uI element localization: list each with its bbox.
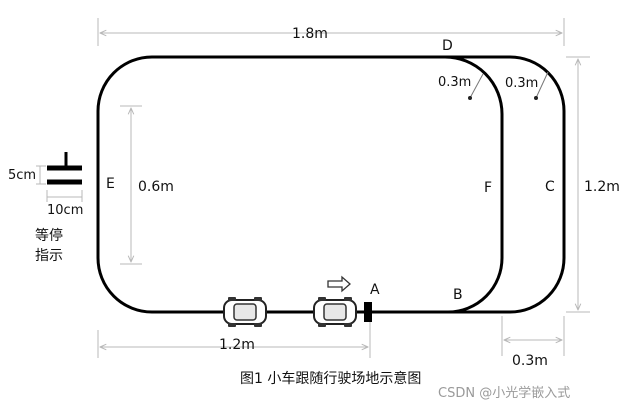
figure-caption: 图1 小车跟随行驶场地示意图 (240, 370, 421, 387)
top-width-label: 1.8m (292, 26, 328, 42)
bottom-right-width-label: 0.3m (512, 353, 548, 369)
car-right-icon (313, 297, 357, 327)
point-a-label: A (370, 282, 380, 298)
car-left-icon (223, 297, 267, 327)
outer-radius-line (535, 71, 549, 99)
point-c-label: C (545, 179, 555, 195)
bottom-width-label: 1.2m (219, 337, 255, 353)
point-f-label: F (484, 180, 492, 196)
stop-marker-width-label: 10cm (47, 203, 83, 218)
point-e-label: E (106, 176, 115, 192)
inner-track-right (444, 55, 504, 314)
stop-marker-caption-line2: 指示 (35, 248, 63, 264)
inner-radius-line (469, 73, 484, 99)
right-height-label: 1.2m (584, 179, 620, 195)
outer-center-dot (534, 96, 538, 100)
point-b-label: B (453, 287, 463, 303)
point-d-label: D (442, 38, 453, 54)
watermark: CSDN @小光学嵌入式 (438, 385, 570, 401)
direction-arrow-icon (327, 275, 351, 293)
stop-marker-height-label: 5cm (8, 168, 36, 183)
stop-marker-caption-line1: 等停 (35, 227, 63, 244)
start-line-marker (364, 302, 372, 322)
left-height-label: 0.6m (138, 179, 174, 195)
outer-radius-label: 0.3m (505, 76, 538, 91)
inner-center-dot (468, 96, 472, 100)
inner-radius-label: 0.3m (438, 75, 471, 90)
